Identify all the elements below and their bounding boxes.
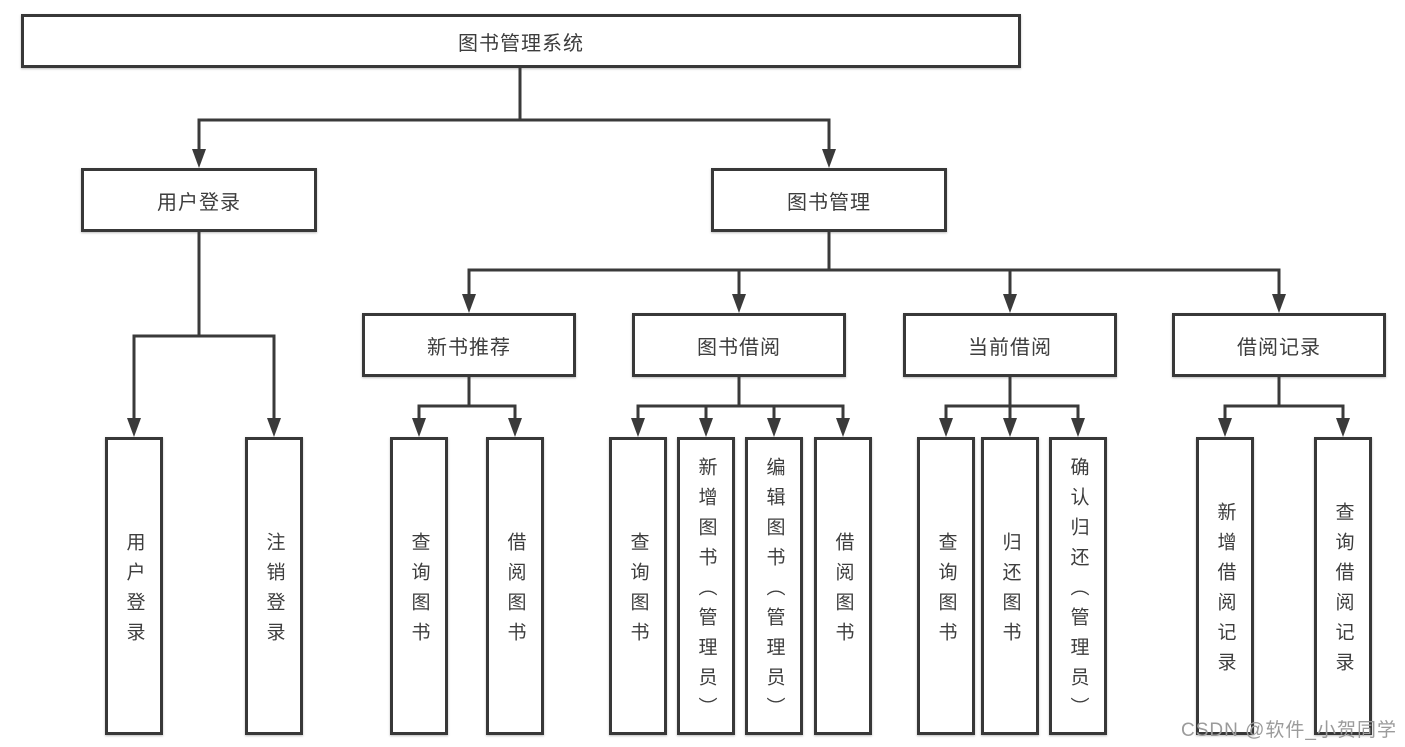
node-label: 查询图书 [408,531,430,652]
node-new-book-recommend: 新书推荐 [362,313,576,377]
leaf-current-confirm-return-admin: 确认归还（管理员） [1049,437,1107,735]
node-label: 新增借阅记录 [1214,501,1236,682]
connector-borrow-records-children [1218,377,1350,437]
node-book-borrow: 图书借阅 [632,313,846,377]
leaf-records-query-record: 查询借阅记录 [1314,437,1372,735]
node-current-borrow: 当前借阅 [903,313,1117,377]
leaf-borrow-add-books-admin: 新增图书（管理员） [677,437,735,735]
node-borrow-records: 借阅记录 [1172,313,1386,377]
node-label: 借阅图书 [832,531,854,652]
node-label: 借阅记录 [1237,336,1321,359]
leaf-current-return-books: 归还图书 [981,437,1039,735]
node-label: 图书管理 [787,191,871,214]
leaf-records-add-record: 新增借阅记录 [1196,437,1254,735]
node-label: 图书借阅 [697,336,781,359]
watermark: CSDN @软件_小贺同学 [1181,720,1397,741]
node-label: 用户登录 [157,191,241,214]
connector-book-management-children [462,232,1286,313]
connector-new-book-children [412,377,522,437]
leaf-user-login: 用户登录 [105,437,163,735]
leaf-borrow-edit-books-admin: 编辑图书（管理员） [745,437,803,735]
node-label: 查询图书 [627,531,649,652]
leaf-logout: 注销登录 [245,437,303,735]
node-book-management: 图书管理 [711,168,947,232]
leaf-recommend-borrow-books: 借阅图书 [486,437,544,735]
node-label: 用户登录 [123,531,145,652]
node-root-library-system: 图书管理系统 [21,14,1021,68]
leaf-recommend-query-books: 查询图书 [390,437,448,735]
node-label: 当前借阅 [968,336,1052,359]
node-label: 新增图书（管理员） [695,456,717,727]
leaf-current-query-books: 查询图书 [917,437,975,735]
node-label: 查询图书 [935,531,957,652]
node-label: 查询借阅记录 [1332,501,1354,682]
connector-root-to-level2 [192,68,836,168]
node-label: 图书管理系统 [458,32,584,55]
node-label: 借阅图书 [504,531,526,652]
node-user-login: 用户登录 [81,168,317,232]
arrowhead-user-login [192,149,206,168]
connector-user-login-children [127,232,281,437]
node-label: 注销登录 [263,531,285,652]
leaf-borrow-query-books: 查询图书 [609,437,667,735]
node-label: 归还图书 [999,531,1021,652]
arrowhead-book-management [822,149,836,168]
node-label: 新书推荐 [427,336,511,359]
connector-book-borrow-children [631,377,850,437]
leaf-borrow-borrow-books: 借阅图书 [814,437,872,735]
connector-current-borrow-children [939,377,1085,437]
node-label: 确认归还（管理员） [1067,456,1089,727]
node-label: 编辑图书（管理员） [763,456,785,727]
